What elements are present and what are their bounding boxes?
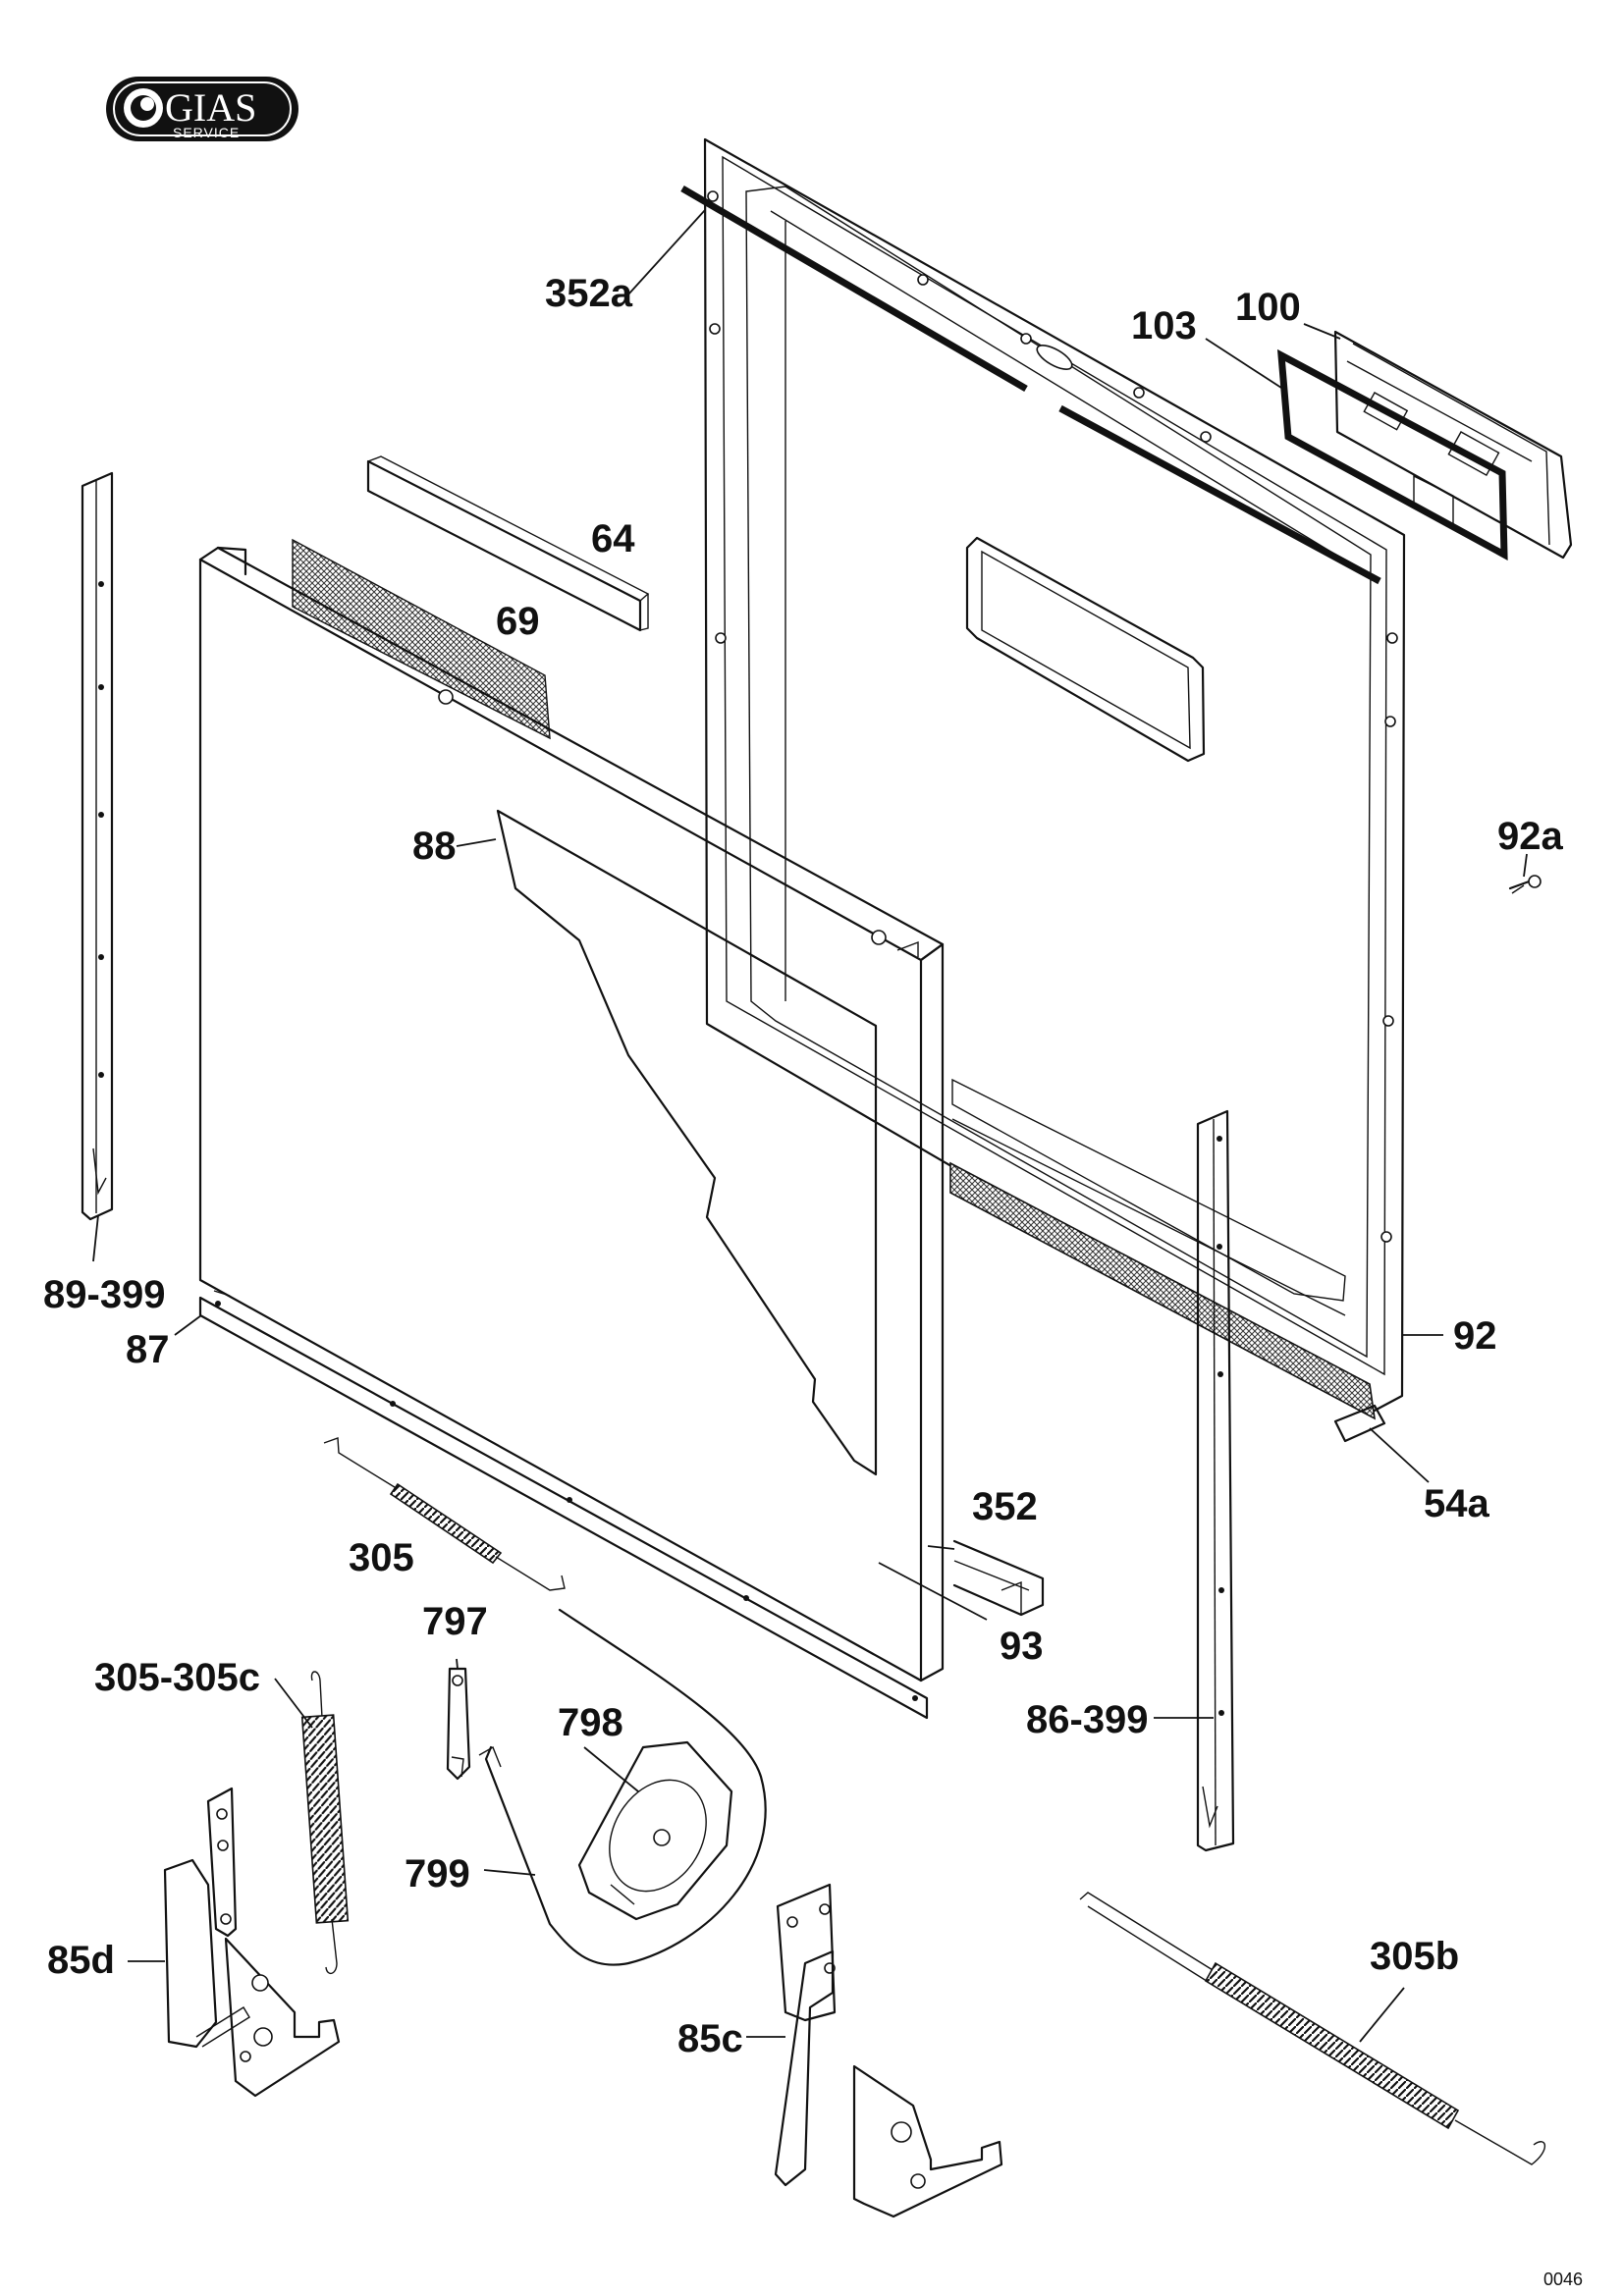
latch-797: [446, 1667, 471, 1781]
label-305: 305: [349, 1536, 414, 1579]
label-799: 799: [405, 1852, 470, 1896]
label-54a: 54a: [1424, 1482, 1489, 1525]
part-labels: 352a 103 100 64 69 88 92a 89-399 87 92 5…: [43, 272, 1563, 2060]
side-strip-89-399: [81, 471, 114, 1221]
label-352a: 352a: [545, 272, 633, 315]
door-gasket-352a: [680, 185, 1381, 585]
label-85c: 85c: [677, 2017, 743, 2060]
logo-sub: SERVICE: [173, 125, 240, 140]
mesh-filter-69: [292, 538, 551, 740]
label-798: 798: [558, 1701, 623, 1744]
control-bezel-103: [1276, 348, 1508, 561]
label-100: 100: [1235, 286, 1301, 329]
label-93: 93: [1000, 1625, 1044, 1668]
label-87: 87: [126, 1328, 170, 1371]
logo-brand: GIAS: [165, 85, 256, 130]
side-strip-86-399: [1196, 1109, 1235, 1852]
label-103: 103: [1131, 304, 1197, 347]
cord-799: [478, 1608, 767, 1966]
pulley-798: [577, 1740, 733, 1921]
label-797: 797: [422, 1600, 488, 1643]
leader-lines: [92, 209, 1528, 2043]
bottom-trim-87: [198, 1290, 929, 1720]
label-92a: 92a: [1497, 815, 1563, 858]
screw-92a: [1508, 875, 1542, 894]
label-64: 64: [591, 517, 635, 561]
hinge-85d: [163, 1787, 341, 2098]
spring-305-305c: [300, 1671, 350, 1974]
gias-logo: GIAS SERVICE: [106, 77, 298, 141]
insulation-panel-64: [366, 455, 650, 632]
label-305b: 305b: [1370, 1935, 1459, 1978]
label-305-305c: 305-305c: [94, 1656, 260, 1699]
label-69: 69: [496, 600, 540, 643]
label-85d: 85d: [47, 1939, 115, 1982]
hinge-85c: [774, 1883, 1003, 2218]
panel-rim-holes: [707, 190, 1398, 1243]
inner-door-panel: [703, 137, 1406, 1443]
label-88: 88: [412, 825, 457, 868]
label-352: 352: [972, 1485, 1038, 1528]
spring-305: [323, 1437, 566, 1591]
label-92: 92: [1453, 1314, 1497, 1358]
label-89-399: 89-399: [43, 1273, 166, 1316]
spring-305b: [1079, 1892, 1546, 2165]
plate-code: 0046: [1543, 2269, 1583, 2289]
label-86-399: 86-399: [1026, 1698, 1149, 1741]
outer-door-panel: [198, 546, 945, 1682]
hose-352: [952, 1539, 1045, 1617]
